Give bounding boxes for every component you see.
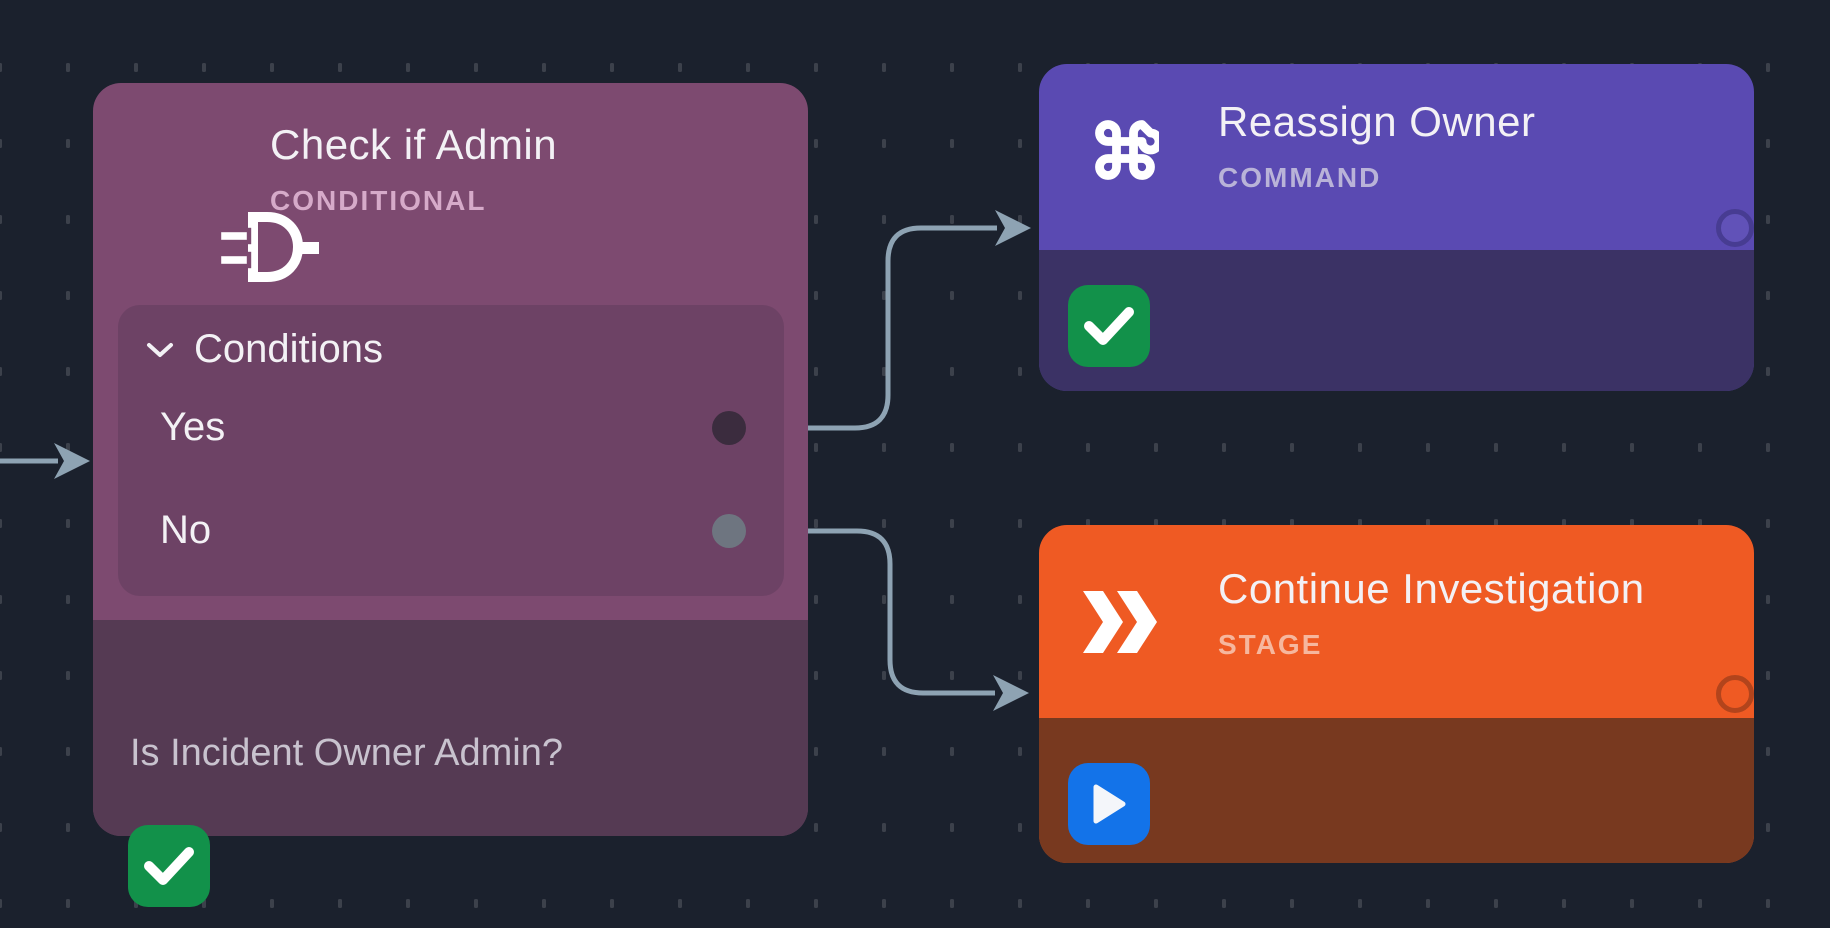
conditions-header[interactable]: Conditions bbox=[146, 327, 383, 372]
node-titleblock: Check if Admin CONDITIONAL bbox=[270, 121, 557, 217]
node-type-label: CONDITIONAL bbox=[270, 185, 487, 216]
condition-row-yes[interactable]: Yes bbox=[160, 405, 226, 449]
node-description: Is Incident Owner Admin? bbox=[130, 732, 563, 774]
status-badge bbox=[128, 825, 210, 907]
run-button[interactable] bbox=[1068, 763, 1150, 845]
condition-row-no[interactable]: No bbox=[160, 508, 212, 552]
status-badge bbox=[1068, 285, 1150, 367]
play-icon bbox=[1093, 784, 1126, 824]
check-icon bbox=[144, 847, 194, 885]
node-body bbox=[1039, 718, 1754, 863]
node-titleblock: Continue Investigation STAGE bbox=[1218, 565, 1645, 661]
node-body-content: Is Incident Owner Admin? bbox=[93, 620, 808, 907]
chevron-down-icon bbox=[147, 342, 173, 357]
node-continue-investigation[interactable]: Continue Investigation STAGE bbox=[1039, 525, 1754, 863]
conditions-panel: Conditions Yes No bbox=[118, 305, 784, 596]
output-port-no[interactable] bbox=[712, 514, 746, 548]
node-title: Reassign Owner bbox=[1218, 98, 1536, 145]
conditions-label: Conditions bbox=[194, 327, 384, 371]
output-port-yes[interactable] bbox=[712, 411, 746, 445]
node-type-label: COMMAND bbox=[1218, 162, 1382, 193]
node-body bbox=[1039, 250, 1754, 391]
node-body bbox=[93, 620, 808, 836]
node-check-if-admin[interactable]: Check if Admin CONDITIONAL Conditions Ye… bbox=[93, 83, 808, 907]
node-title: Check if Admin bbox=[270, 121, 558, 168]
command-icon bbox=[1095, 120, 1159, 180]
check-icon bbox=[1084, 307, 1134, 345]
input-port[interactable] bbox=[1716, 675, 1754, 713]
stage-chevrons-icon bbox=[1083, 591, 1157, 653]
input-port[interactable] bbox=[1716, 209, 1754, 247]
logic-gate-icon bbox=[219, 212, 319, 282]
node-titleblock: Reassign Owner COMMAND bbox=[1218, 98, 1535, 194]
node-type-label: STAGE bbox=[1218, 629, 1323, 660]
node-reassign-owner[interactable]: Reassign Owner COMMAND bbox=[1039, 64, 1754, 391]
node-title: Continue Investigation bbox=[1218, 565, 1645, 612]
